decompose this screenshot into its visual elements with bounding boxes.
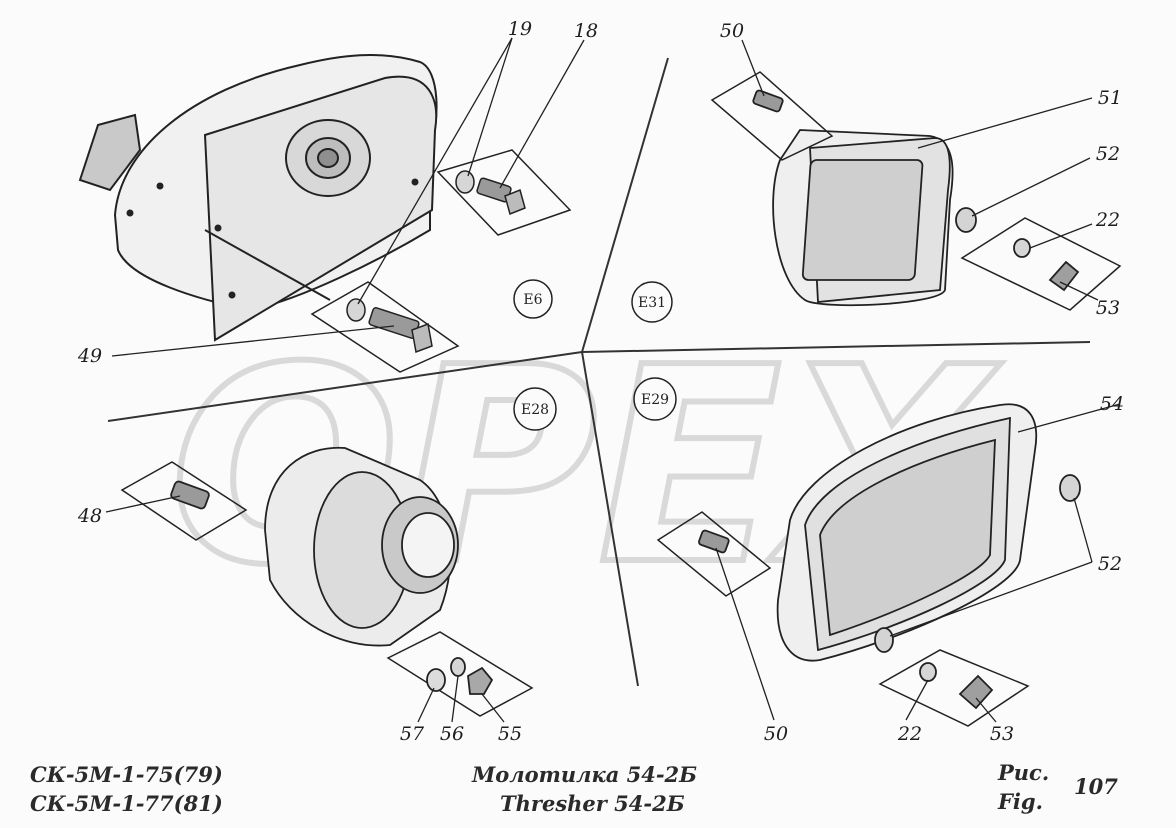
zone-marker-e28: E28 xyxy=(513,387,557,431)
part-callouts: 19 18 50 51 52 22 53 49 48 54 52 50 22 5… xyxy=(77,18,1124,745)
callout-50-top: 50 xyxy=(720,20,744,42)
bolt-18-assembly xyxy=(436,149,572,236)
figure-label-russian: Рис. xyxy=(998,760,1050,785)
callout-51: 51 xyxy=(1098,87,1122,109)
window-51-assembly xyxy=(710,71,1122,311)
zone-label: E29 xyxy=(641,392,669,408)
callout-52-top: 52 xyxy=(1096,143,1120,165)
divider-lines xyxy=(107,57,1091,687)
zone-label: E6 xyxy=(523,292,542,308)
callout-22-top: 22 xyxy=(1095,209,1120,231)
callout-56: 56 xyxy=(440,723,464,745)
zone-marker-e31: E31 xyxy=(631,281,673,323)
housing-cover-assembly xyxy=(78,53,438,342)
figure-label-english: Fig. xyxy=(998,789,1043,814)
zone-markers: E6 E31 E28 E29 xyxy=(513,279,677,431)
callout-52-bottom: 52 xyxy=(1098,553,1122,575)
title-english: Thresher 54-2Б xyxy=(500,791,685,816)
callout-19: 19 xyxy=(508,18,532,40)
callout-55: 55 xyxy=(498,723,522,745)
leader-lines xyxy=(105,37,1121,723)
window-54-assembly xyxy=(656,403,1081,727)
zone-label: E28 xyxy=(521,402,549,418)
zone-marker-e6: E6 xyxy=(513,279,553,319)
callout-48: 48 xyxy=(77,505,102,527)
callout-57: 57 xyxy=(400,723,425,745)
title-russian: Молотилка 54-2Б xyxy=(472,762,698,787)
callout-54: 54 xyxy=(1100,393,1124,415)
callout-49: 49 xyxy=(77,345,102,367)
callout-53-bottom: 53 xyxy=(990,723,1014,745)
zone-marker-e29: E29 xyxy=(633,377,677,421)
bolt-49-assembly xyxy=(310,281,460,373)
figure-number: 107 xyxy=(1074,774,1118,799)
callout-53-top: 53 xyxy=(1096,297,1120,319)
hub-assembly xyxy=(120,446,534,717)
callout-50-bottom: 50 xyxy=(764,723,788,745)
model-code-2: СК-5М-1-77(81) xyxy=(30,791,223,816)
callout-22-bottom: 22 xyxy=(897,723,922,745)
zone-label: E31 xyxy=(638,295,666,311)
callout-18: 18 xyxy=(574,20,598,42)
model-code-1: СК-5М-1-75(79) xyxy=(30,762,223,787)
